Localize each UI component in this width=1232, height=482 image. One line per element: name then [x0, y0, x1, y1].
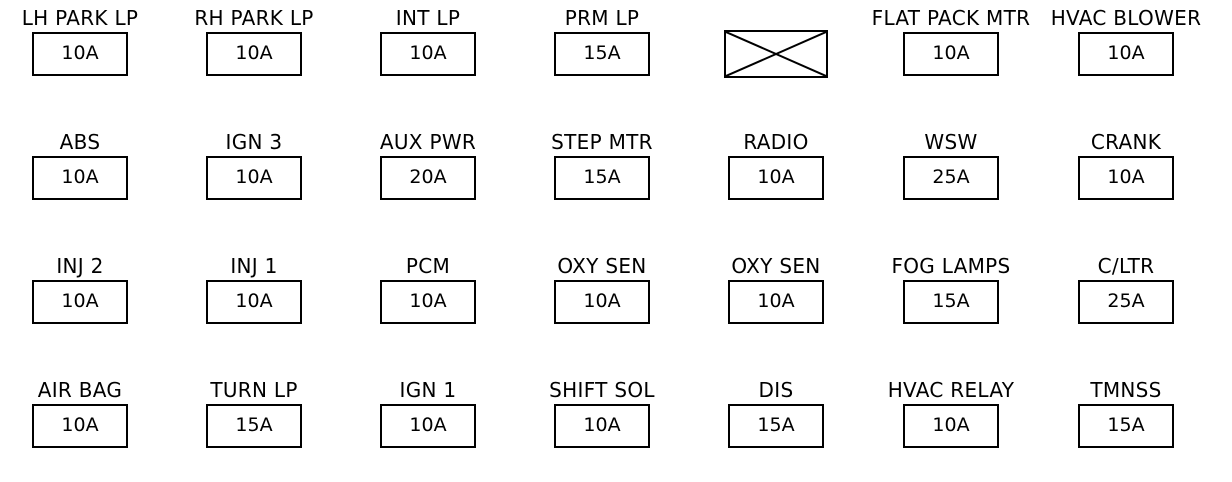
fuse-rating-box: 15A: [206, 404, 302, 448]
fuse-rating-box: 10A: [32, 280, 128, 324]
fuse-label: RH PARK LP: [194, 6, 314, 30]
fuse-rating-box: 15A: [554, 156, 650, 200]
fuse-label: AIR BAG: [37, 378, 123, 402]
fuse-rating-box: 10A: [728, 156, 824, 200]
fuse-label: SHIFT SOL: [549, 378, 655, 402]
fuse-rating-box: 10A: [728, 280, 824, 324]
fuse-label: DIS: [758, 378, 794, 402]
fuse-rating-box: 10A: [380, 32, 476, 76]
fuse-rating-box: 25A: [1078, 280, 1174, 324]
fuse-rating-box: 10A: [554, 280, 650, 324]
fuse-rating-box: 10A: [1078, 156, 1174, 200]
fuse-rating-box: 10A: [1078, 32, 1174, 76]
fuse-label: AUX PWR: [379, 130, 477, 154]
fuse-label: FOG LAMPS: [891, 254, 1011, 278]
fuse-rating-box: 10A: [206, 280, 302, 324]
fuse-rating-box: 15A: [1078, 404, 1174, 448]
fuse-rating-box: 10A: [554, 404, 650, 448]
fuse-label: PCM: [405, 254, 451, 278]
fuse-label: CRANK: [1090, 130, 1162, 154]
fuse-rating-box: 10A: [380, 404, 476, 448]
fuse-label: TURN LP: [210, 378, 298, 402]
fuse-label: TMNSS: [1090, 378, 1162, 402]
fuse-label: LH PARK LP: [21, 6, 139, 30]
fuse-rating-box: 15A: [554, 32, 650, 76]
fuse-rating-box: 10A: [903, 404, 999, 448]
cross-icon: [726, 32, 826, 76]
fuse-label: INT LP: [395, 6, 461, 30]
fuse-rating-box: 15A: [903, 280, 999, 324]
fuse-rating-box: 10A: [206, 32, 302, 76]
fuse-label: STEP MTR: [551, 130, 653, 154]
fuse-label: OXY SEN: [731, 254, 821, 278]
fuse-label: RADIO: [743, 130, 809, 154]
fuse-label: PRM LP: [564, 6, 640, 30]
fuse-rating-box: 10A: [32, 156, 128, 200]
fuse-rating-box: 10A: [32, 404, 128, 448]
fuse-label: HVAC BLOWER: [1050, 6, 1202, 30]
fuse-rating-box: 15A: [728, 404, 824, 448]
fuse-label: INJ 2: [56, 254, 104, 278]
fuse-label: FLAT PACK MTR: [871, 6, 1031, 30]
fuse-label: WSW: [924, 130, 978, 154]
fuse-rating-box: 25A: [903, 156, 999, 200]
fuse-label: OXY SEN: [557, 254, 647, 278]
fuse-rating-box: 10A: [903, 32, 999, 76]
fuse-label: IGN 3: [225, 130, 283, 154]
fuse-rating-box: 20A: [380, 156, 476, 200]
fuse-label: HVAC RELAY: [887, 378, 1015, 402]
fuse-label: C/LTR: [1097, 254, 1155, 278]
fuse-slot-empty: [688, 0, 864, 110]
fuse-label: INJ 1: [230, 254, 278, 278]
fuse-rating-box: 10A: [32, 32, 128, 76]
fuse-rating-box: 10A: [380, 280, 476, 324]
fuse-label: ABS: [59, 130, 101, 154]
fuse-label: IGN 1: [399, 378, 457, 402]
empty-fuse-box: [724, 30, 828, 78]
fuse-rating-box: 10A: [206, 156, 302, 200]
